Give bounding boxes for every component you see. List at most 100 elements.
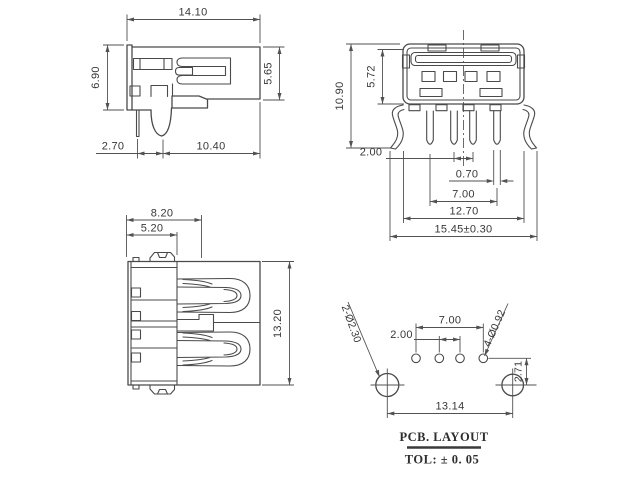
dim-front-shell-width: 12.70 xyxy=(403,151,525,223)
arrowhead xyxy=(287,378,292,385)
arrowhead xyxy=(277,47,282,54)
arrowhead xyxy=(126,218,134,222)
dim-pcb-pin-pitch: 2.00 xyxy=(390,329,460,342)
pin-hole xyxy=(455,353,465,364)
usb-tongue-inner xyxy=(414,54,513,64)
base-tooth xyxy=(435,104,448,112)
callout-pin-hole: 4-Ø0.92 xyxy=(481,303,509,357)
arrowhead xyxy=(287,261,292,269)
dim-text: 14.10 xyxy=(178,7,207,19)
dim-lines xyxy=(346,43,400,149)
base-tooth xyxy=(408,104,421,112)
dim-text: 13.14 xyxy=(435,401,464,413)
arrowhead xyxy=(277,93,282,100)
shell-bottom-slot xyxy=(479,87,503,98)
pin-slot xyxy=(130,287,142,298)
leader-line xyxy=(484,303,509,357)
arrowhead xyxy=(349,141,353,148)
pcb-layout-title: PCB. LAYOUT xyxy=(399,430,488,444)
arrowhead xyxy=(375,369,380,377)
flange-plate xyxy=(126,44,133,111)
dim-lines xyxy=(263,46,285,101)
pcb-title-block: PCB. LAYOUT TOL: ± 0. 05 xyxy=(399,430,488,467)
dim-lines xyxy=(449,150,514,185)
pin-hole xyxy=(434,353,445,364)
dim-front-overall-height: 10.90 xyxy=(334,43,400,149)
pin-slot xyxy=(130,352,142,363)
dim-lines xyxy=(126,14,261,43)
arrowhead xyxy=(390,234,397,239)
arrowhead xyxy=(430,199,437,204)
contact-base-block xyxy=(132,57,173,71)
arrowhead xyxy=(137,151,145,156)
arrowhead xyxy=(454,156,461,161)
contact-window xyxy=(421,70,436,83)
dim-lines xyxy=(389,151,538,241)
pin-slot xyxy=(130,329,142,340)
pcb-extension-lines xyxy=(386,323,531,418)
arrowhead xyxy=(453,337,460,342)
solder-pin-side xyxy=(135,109,140,138)
arrowhead xyxy=(530,234,537,239)
arrowhead xyxy=(500,179,508,183)
mount-hole-crosshairs xyxy=(370,368,537,402)
dim-text: 2.00 xyxy=(360,147,383,159)
arrowhead xyxy=(403,216,411,221)
dim-text: 8.20 xyxy=(151,208,174,220)
dim-front-pin-width: 0.70 xyxy=(449,150,514,185)
arrowhead xyxy=(253,17,260,22)
dim-lines xyxy=(403,151,525,223)
mount-tab xyxy=(171,95,209,109)
arrowhead xyxy=(127,17,134,22)
shell-side-detent xyxy=(516,54,526,69)
dim-side-overall-width: 14.10 xyxy=(126,7,261,43)
dim-text: 5.65 xyxy=(263,62,275,85)
solder-pin xyxy=(450,110,458,145)
dim-text-pin-offset: 2.70 xyxy=(102,141,125,153)
dim-front-pin-row-span: 7.00 xyxy=(429,154,498,206)
dim-top-flange-width: 8.20 xyxy=(126,208,202,258)
arrowhead xyxy=(416,325,423,330)
base-tooth xyxy=(489,104,502,112)
arrowhead xyxy=(105,45,110,52)
arrowhead xyxy=(163,151,170,156)
shell-top-slot xyxy=(480,44,500,52)
arrowhead xyxy=(105,103,110,110)
callout-text: 4-Ø0.92 xyxy=(481,308,508,349)
edge-bump xyxy=(132,256,140,263)
dim-text: 13.20 xyxy=(272,309,284,338)
arrowhead xyxy=(490,199,497,204)
shell-side-detent xyxy=(401,54,411,69)
dim-text: 7.00 xyxy=(452,189,475,201)
dim-side-body-height: 5.65 xyxy=(263,46,285,101)
flange-detent-square xyxy=(129,85,141,97)
arrowhead xyxy=(505,411,513,416)
dim-top-overall-length: 13.20 xyxy=(262,261,294,386)
dim-text: 10.90 xyxy=(334,81,346,110)
side-view: 14.10 6.90 5.65 2.70 10.40 xyxy=(90,7,285,159)
front-view-part-outline xyxy=(389,43,538,150)
edge-bump xyxy=(132,384,140,390)
dim-text: 2.00 xyxy=(390,329,413,341)
contact-tip-pill xyxy=(174,66,194,76)
dim-top-body-width: 5.20 xyxy=(126,223,178,255)
connector-body xyxy=(131,46,261,100)
mount-wing-right xyxy=(522,104,538,150)
pin-hole xyxy=(411,353,421,364)
dim-pcb-row-offset: 2.71 xyxy=(513,358,529,385)
arrowhead xyxy=(466,156,473,161)
pcb-layout-view: 7.00 2.00 13.14 2.71 2-Ø2.30 xyxy=(339,301,537,467)
dim-lines xyxy=(103,44,124,111)
dim-text: 0.70 xyxy=(456,169,479,181)
solder-pin xyxy=(426,110,434,145)
arrowhead xyxy=(170,233,177,237)
contact-window xyxy=(442,70,458,83)
dim-text: 2.71 xyxy=(513,361,525,382)
dim-front-shell-height: 5.72 xyxy=(366,49,404,105)
arrowhead xyxy=(524,358,529,366)
callout-text: 2-Ø2.30 xyxy=(339,303,364,344)
pin-hole xyxy=(478,353,489,364)
arrowhead xyxy=(484,348,490,356)
spring-clip-upper xyxy=(176,277,251,314)
